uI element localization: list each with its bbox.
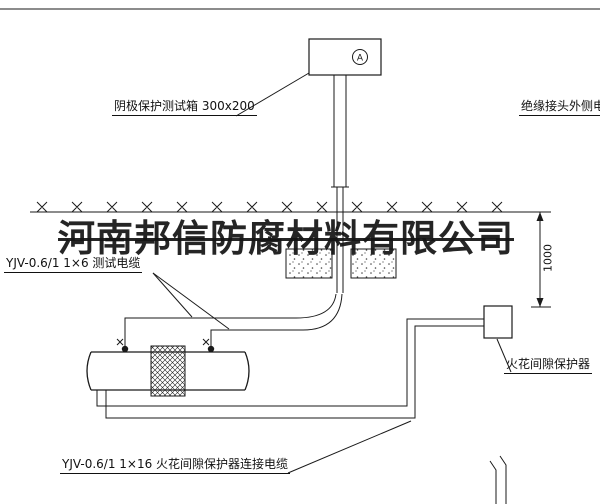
ground-hatch-marks: [36, 201, 503, 213]
riser-conduit: [331, 75, 349, 293]
concrete-blocks: [285, 248, 397, 279]
cable-terminal-right: [207, 345, 215, 353]
spark-gap-label: 火花间隙保护器: [504, 357, 593, 374]
leader-bottom-cable: [287, 420, 412, 474]
dimension-1000: [531, 211, 551, 308]
cable-terminal-left: [121, 345, 129, 353]
spark-gap-cables: [96, 318, 484, 419]
pipe-right-cap: [244, 351, 250, 391]
leader-lines: [152, 72, 512, 474]
spark-gap-cable-label: YJV-0.6/1 1×16 火花间隙保护器连接电缆: [60, 457, 291, 474]
leader-spark-gap: [496, 338, 512, 373]
pipeline-symbol: [86, 338, 250, 397]
ammeter-letter: A: [357, 54, 364, 64]
ground-rod-symbol: [489, 455, 507, 504]
test-cables: [124, 293, 343, 348]
dimension-text-1000: 1000: [541, 244, 555, 272]
weld-marks: [116, 338, 210, 346]
test-box-symbol: A: [308, 38, 382, 76]
test-cable-label: YJV-0.6/1 1×6 测试电缆: [4, 256, 143, 273]
dim-arrow-top: [536, 212, 544, 221]
test-box-label: 阴极保护测试箱 300x200: [112, 99, 257, 116]
ammeter-circle-icon: [352, 49, 368, 65]
company-watermark: 河南邦信防腐材料有限公司: [58, 219, 514, 260]
ground-line: [30, 201, 532, 213]
leader-test-cable-2: [152, 272, 230, 330]
pipe-left-cap: [86, 351, 92, 391]
leader-test-box: [235, 72, 310, 117]
leader-test-cable-1: [152, 272, 193, 318]
insulated-joint-cable-label: 绝缘接头外侧电缆: [519, 99, 600, 116]
insulating-flange-hatch: [150, 345, 186, 397]
spark-gap-protector-symbol: [483, 305, 513, 339]
dim-arrow-bottom: [536, 298, 544, 307]
